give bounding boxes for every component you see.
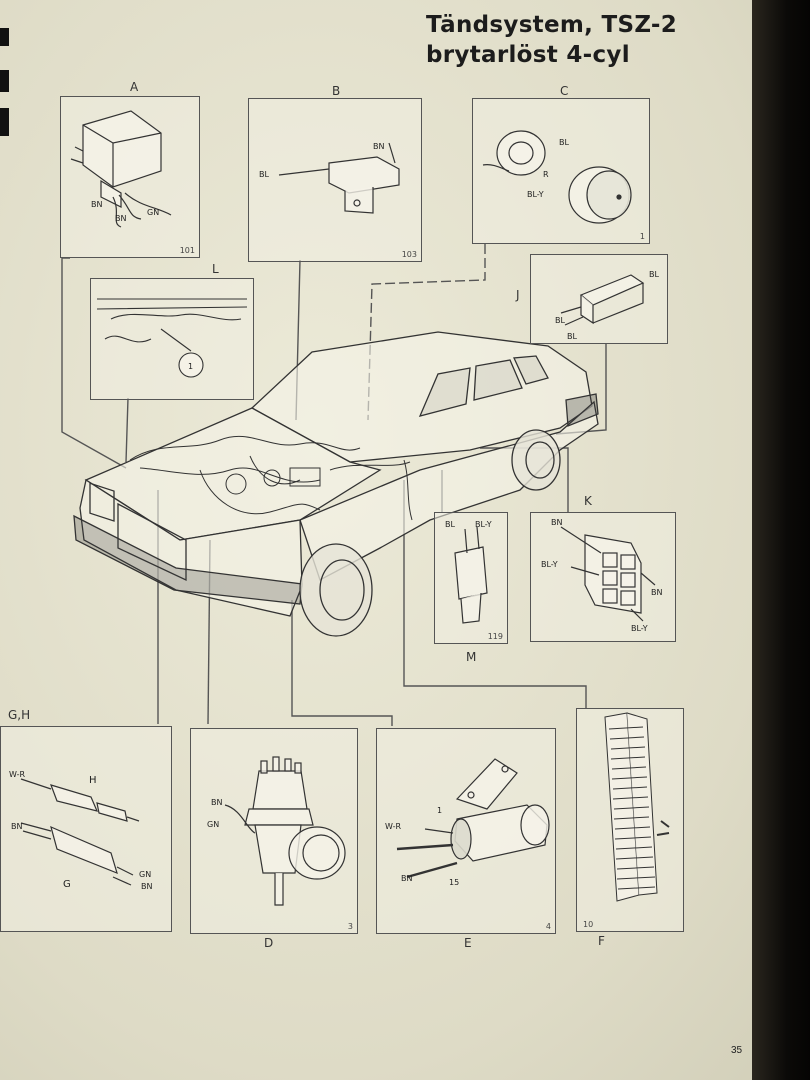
wire-label: BL [259, 170, 269, 179]
wire-label: BN [91, 200, 102, 209]
wire-label: BL [567, 332, 577, 341]
wire-label: BN [651, 588, 662, 597]
binder-hole [0, 28, 9, 46]
terminal-label: 1 [437, 806, 442, 815]
wire-label: BN [211, 798, 222, 807]
wire-label: W-R [385, 822, 401, 831]
panel-label-l: L [212, 262, 219, 276]
wire-label: BL-Y [527, 190, 544, 199]
wire-label: BL-Y [631, 624, 648, 633]
panel-k-connector: BN BL-Y BN BL-Y [530, 512, 676, 642]
wire-label: BN [401, 874, 412, 883]
panel-b-connector: BN BL 103 [248, 98, 422, 262]
panel-f-fuse-block: 10 [576, 708, 684, 932]
panel-a-control-unit: BN BN GN 101 [60, 96, 200, 258]
panel-label-c: C [560, 84, 569, 98]
wiring-diagram [61, 244, 607, 726]
wire-label: BL [559, 138, 569, 147]
panel-label-e: E [464, 936, 472, 950]
wire-label: BL-Y [475, 520, 492, 529]
panel-m-connector: BL BL-Y 119 [434, 512, 508, 644]
panel-label-m: M [466, 650, 477, 664]
panel-label-gh: G,H [8, 708, 31, 722]
wire-label: W-R [9, 770, 25, 779]
panel-j-connector: BL BL BL [530, 254, 668, 344]
wire-label: BN [373, 142, 384, 151]
panel-gh-connectors: W-R BN GN BN H G [0, 726, 172, 932]
wire-label: BL-Y [541, 560, 558, 569]
terminal-label: 15 [449, 878, 459, 887]
title-line-2: brytarlöst 4-cyl [426, 42, 630, 68]
panel-label-f: F [598, 934, 605, 948]
panel-label-a: A [130, 80, 139, 94]
binder-hole [0, 108, 9, 136]
wire-label: R [543, 170, 549, 179]
title-line-1: Tändsystem, TSZ-2 [426, 12, 678, 38]
wire-label: BN [115, 214, 126, 223]
sub-label-g: G [63, 879, 71, 890]
wire-label: GN [139, 870, 151, 879]
wire-label: GN [147, 208, 159, 217]
panel-d-distributor: BN GN 3 [190, 728, 358, 934]
page-edge-shadow [752, 0, 810, 1080]
callout-number: 1 [188, 362, 193, 371]
panel-label-j: J [516, 288, 520, 302]
panel-label-k: K [584, 494, 592, 508]
part-number: 101 [179, 246, 195, 255]
wire-label: GN [207, 820, 219, 829]
car-wheels [299, 429, 561, 637]
part-number: 103 [401, 250, 417, 259]
page-number: 35 [731, 1045, 743, 1056]
panel-c-ignition-switch: BL R BL-Y 1 [472, 98, 650, 244]
wire-label: BL [445, 520, 455, 529]
part-number: 3 [347, 922, 353, 931]
wire-label: BN [11, 822, 22, 831]
sub-label-h: H [89, 775, 97, 786]
engine-wiring [129, 435, 413, 521]
part-number: 1 [639, 232, 645, 241]
wire-label: BL [649, 270, 659, 279]
panel-label-b: B [332, 84, 341, 98]
part-number: 4 [545, 922, 551, 931]
wire-label: BN [551, 518, 562, 527]
panel-l-engine-bay: 1 [90, 278, 254, 400]
wire-label: BN [141, 882, 152, 891]
binder-hole [0, 70, 9, 92]
part-number: 119 [487, 632, 503, 641]
panel-label-d: D [264, 936, 274, 950]
panel-e-ignition-coil: W-R BN 1 15 4 [376, 728, 556, 934]
wire-label: BL [555, 316, 565, 325]
part-number: 10 [583, 920, 594, 929]
